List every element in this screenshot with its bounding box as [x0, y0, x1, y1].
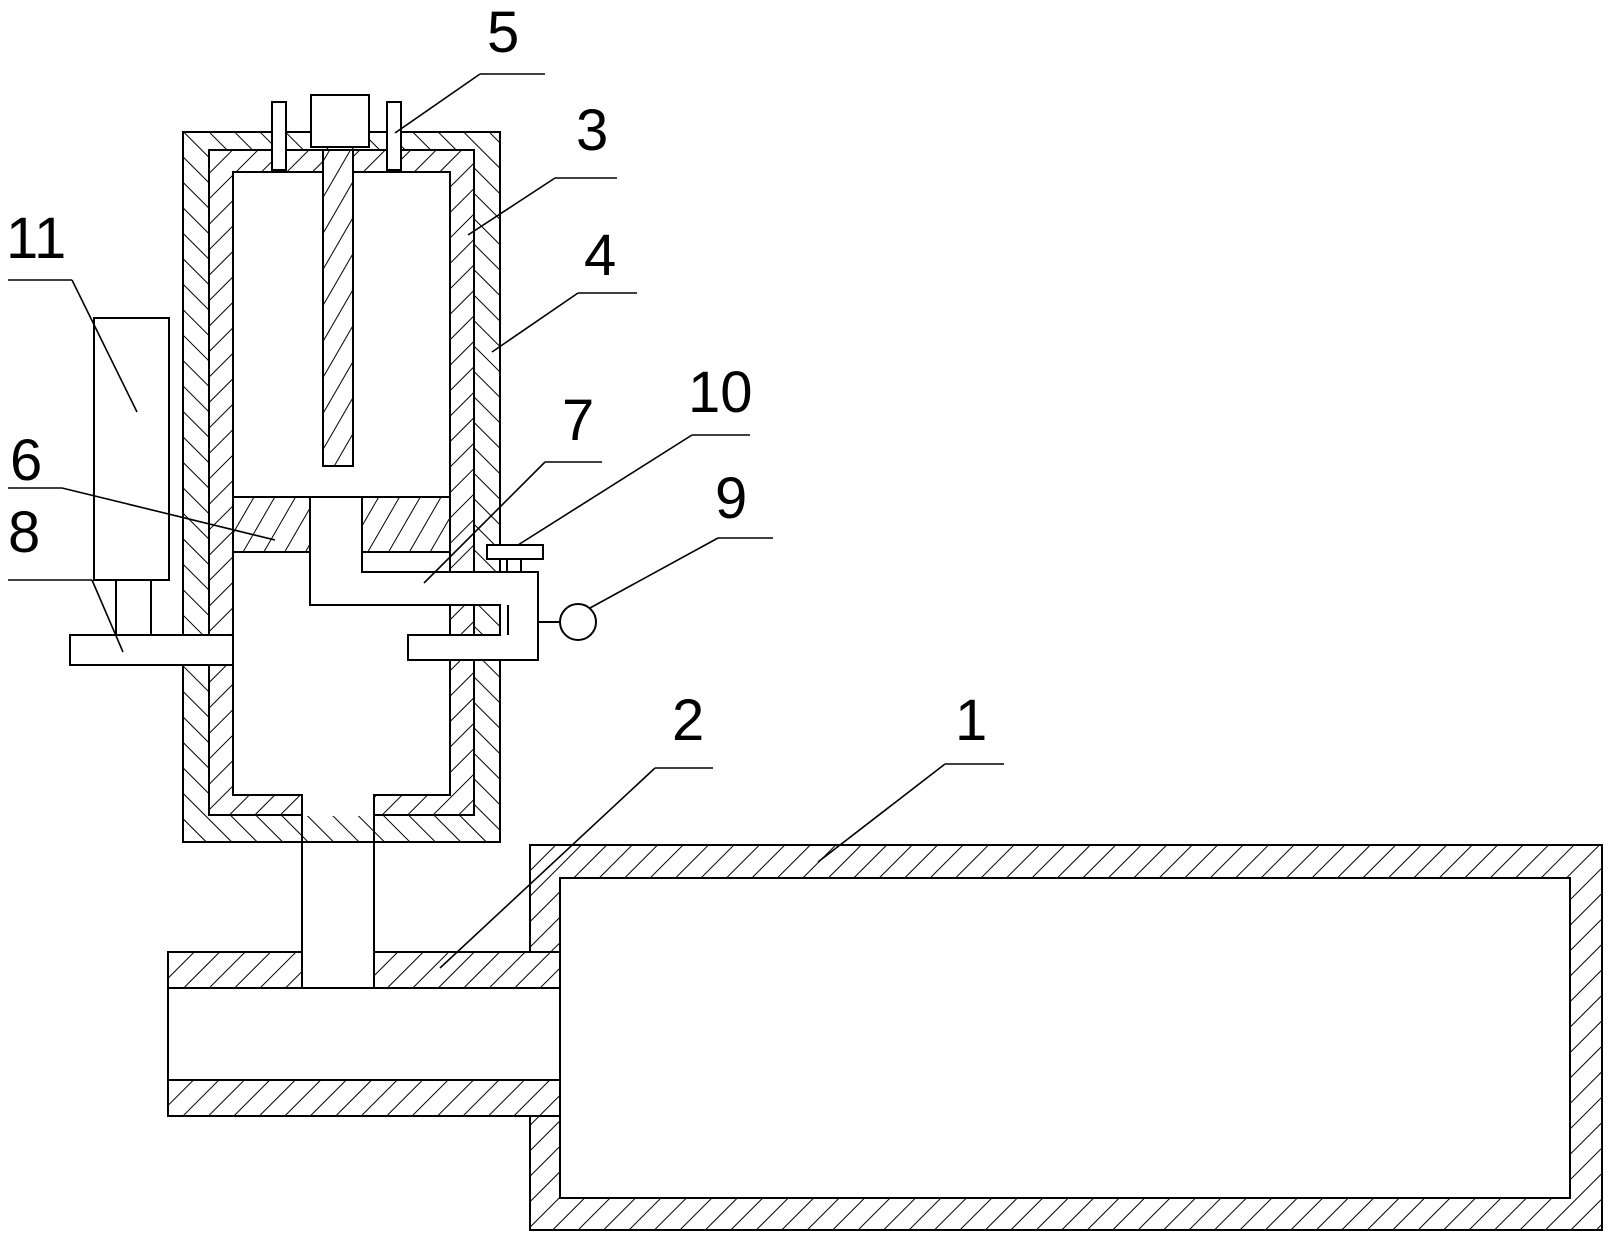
leader-lines	[8, 73, 1004, 969]
part-6-partition	[232, 496, 451, 553]
part-9-gauge	[538, 603, 597, 641]
part-3-inner-container	[208, 149, 475, 842]
callout-10: 10	[688, 360, 753, 425]
callout-8: 8	[8, 500, 40, 565]
part-1-tank	[529, 844, 1603, 1231]
callout-5: 5	[487, 0, 519, 65]
callout-7: 7	[562, 388, 594, 453]
callout-1: 1	[955, 688, 987, 753]
callout-2: 2	[672, 688, 704, 753]
part-5-lid-fittings	[271, 94, 402, 467]
part-7-channel	[309, 496, 539, 661]
callout-6: 6	[10, 428, 42, 493]
callout-9: 9	[715, 466, 747, 531]
part-2-pipe	[167, 814, 561, 1117]
callout-11: 11	[6, 206, 66, 271]
callout-labels: 5 3 11 4 10 7 6 9 8 2 1	[6, 0, 987, 753]
part-10-knob	[486, 544, 544, 573]
part-11-side-box	[93, 317, 170, 636]
part-8-side-pipe	[69, 634, 234, 666]
callout-3: 3	[576, 98, 608, 163]
callout-4: 4	[584, 223, 616, 288]
